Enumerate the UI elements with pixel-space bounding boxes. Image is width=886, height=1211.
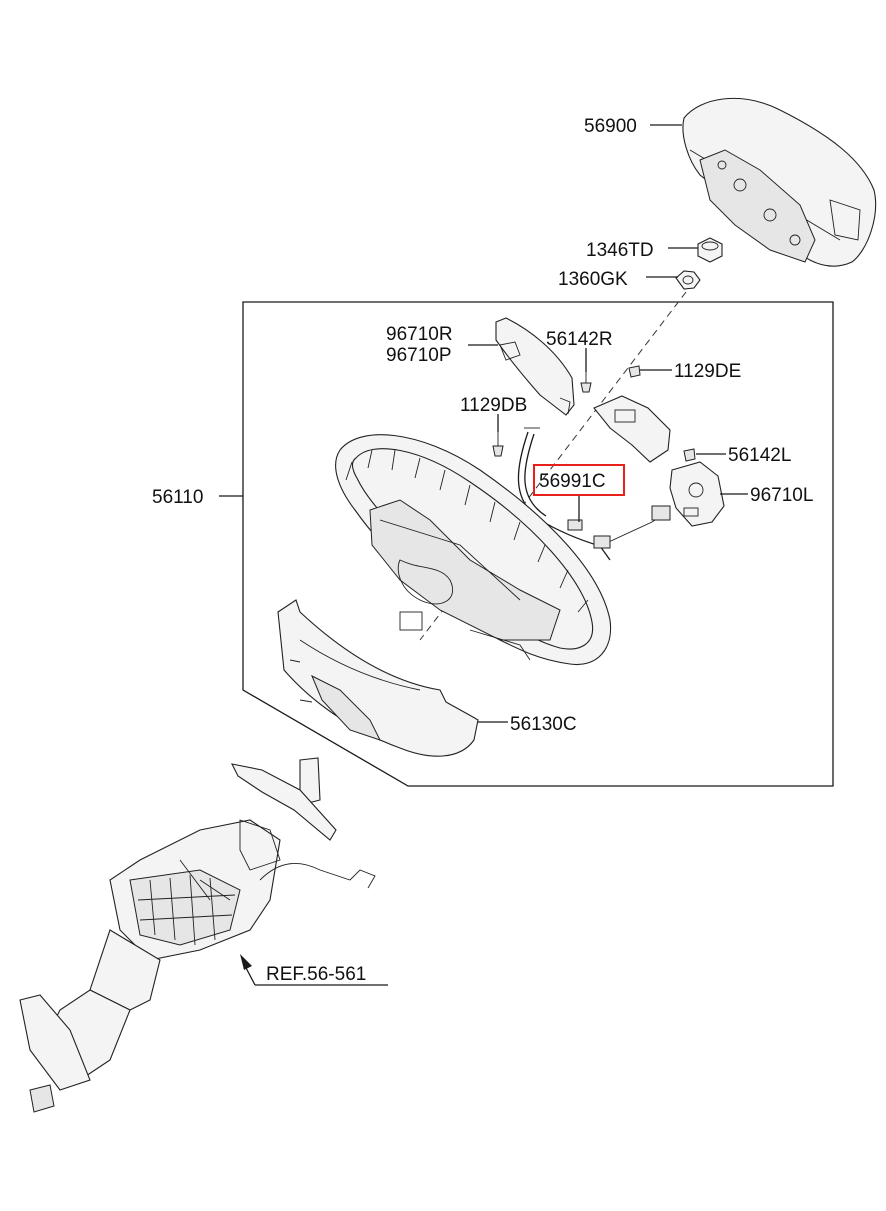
screw-56142l[interactable] — [683, 448, 696, 462]
callout-56991c[interactable]: 56991C — [539, 471, 606, 492]
screw-1129de[interactable] — [628, 365, 641, 378]
callout-56142r[interactable]: 56142R — [546, 329, 613, 350]
callout-96710r[interactable]: 96710R — [386, 324, 453, 345]
nut-1346td[interactable] — [697, 237, 723, 263]
airbag-module[interactable] — [682, 97, 877, 267]
leader-lines — [219, 124, 748, 986]
switch-cover-right[interactable] — [495, 317, 575, 416]
callout-56900[interactable]: 56900 — [584, 116, 637, 137]
ref-arrow-head — [240, 954, 252, 970]
assembly-group-outline — [242, 301, 834, 787]
callout-56130c[interactable]: 56130C — [510, 714, 577, 735]
washer-1360gk[interactable] — [675, 270, 701, 290]
callout-96710l[interactable]: 96710L — [750, 485, 813, 506]
callout-highlight-box — [533, 464, 625, 496]
callout-96710p[interactable]: 96710P — [386, 345, 452, 366]
switch-cover-left[interactable] — [669, 461, 725, 527]
callout-1129db[interactable]: 1129DB — [460, 395, 527, 416]
callout-1129de[interactable]: 1129DE — [674, 361, 741, 382]
steering-wheel[interactable] — [335, 434, 612, 666]
screw-1129db[interactable] — [492, 432, 504, 457]
steering-column[interactable] — [19, 757, 376, 1113]
callout-56110[interactable]: 56110 — [152, 487, 203, 508]
screw-56142r[interactable] — [580, 372, 592, 393]
callout-1360gk[interactable]: 1360GK — [558, 269, 628, 290]
callout-1346td[interactable]: 1346TD — [586, 240, 654, 261]
remote-switch-upper[interactable] — [593, 395, 671, 463]
lower-cover[interactable] — [277, 599, 479, 757]
callout-56142l[interactable]: 56142L — [728, 445, 791, 466]
callout-ref-56-561[interactable]: REF.56-561 — [266, 964, 366, 985]
